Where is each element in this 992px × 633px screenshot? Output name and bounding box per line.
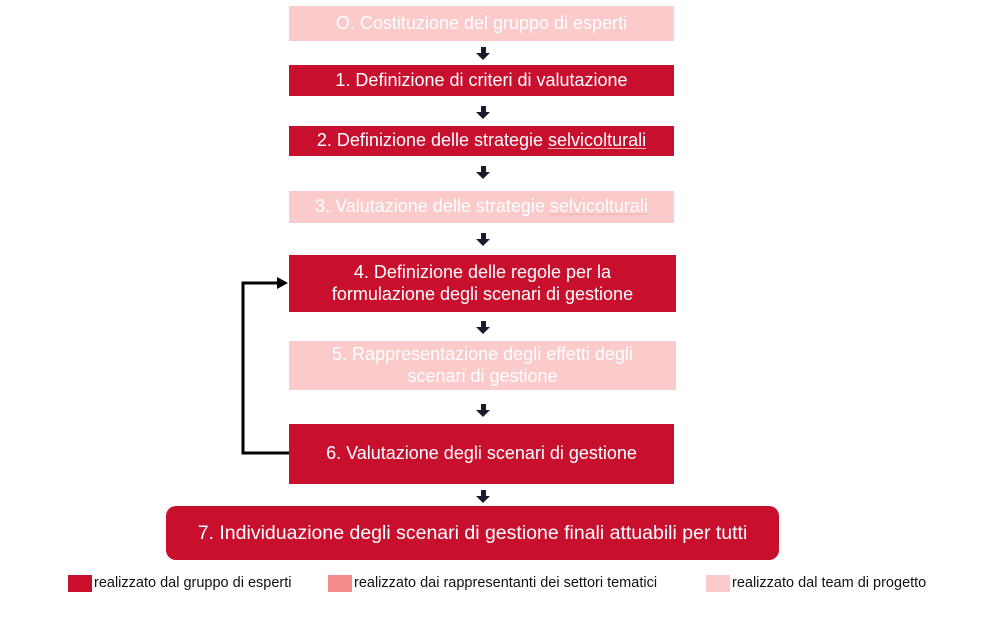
step-5-line-1: 5. Rappresentazione degli effetti degli (332, 343, 633, 364)
step-4-line-2: formulazione degli scenari di gestione (331, 283, 634, 304)
legend-swatch-dark (68, 574, 92, 592)
step-0-box: O. Costituzione del gruppo di esperti (289, 6, 674, 41)
legend-label-expert-group: realizzato dal gruppo di esperti (94, 575, 292, 591)
step-2-label: 2. Definizione delle strategie selvicolt… (317, 130, 646, 152)
step-3-box: 3. Valutazione delle strategie selvicolt… (289, 191, 674, 223)
legend-label-project-team: realizzato dal team di progetto (732, 575, 927, 591)
legend-label-thematic-sectors: realizzato dai rappresentanti dei settor… (354, 575, 658, 591)
step-5-box: 5. Rappresentazione degli effetti degli … (289, 341, 676, 390)
step-7-box: 7. Individuazione degli scenari di gesti… (166, 506, 779, 560)
legend-item-thematic-sectors: realizzato dai rappresentanti dei settor… (328, 574, 657, 592)
legend-item-expert-group: realizzato dal gruppo di esperti (68, 574, 291, 592)
legend-swatch-light (706, 574, 730, 592)
loop-line (241, 281, 289, 455)
step-6-label: 6. Valutazione degli scenari di gestione (326, 443, 637, 464)
step-2-underlined-word: selvicolturali (548, 130, 647, 151)
step-1-box: 1. Definizione di criteri di valutazione (289, 65, 674, 96)
loop-arrowhead-icon (277, 277, 288, 289)
step-4-line-1: 4. Definizione delle regole per la (353, 261, 612, 282)
step-2-box: 2. Definizione delle strategie selvicolt… (289, 126, 674, 156)
step-3-text: 3. Valutazione delle strategie (315, 196, 550, 217)
step-7-label: 7. Individuazione degli scenari di gesti… (197, 521, 748, 544)
step-3-label: 3. Valutazione delle strategie selvicolt… (315, 196, 648, 218)
step-1-label: 1. Definizione di criteri di valutazione (335, 69, 628, 90)
step-6-box: 6. Valutazione degli scenari di gestione (289, 424, 674, 484)
step-0-label: O. Costituzione del gruppo di esperti (335, 12, 628, 33)
step-2-text: 2. Definizione delle strategie (316, 130, 549, 151)
step-5-line-2: scenari di gestione (407, 365, 558, 386)
legend-swatch-medium (328, 574, 352, 592)
step-4-box: 4. Definizione delle regole per la formu… (289, 255, 676, 312)
step-3-underlined-word: selvicolturali (549, 196, 648, 217)
legend-item-project-team: realizzato dal team di progetto (706, 574, 926, 592)
